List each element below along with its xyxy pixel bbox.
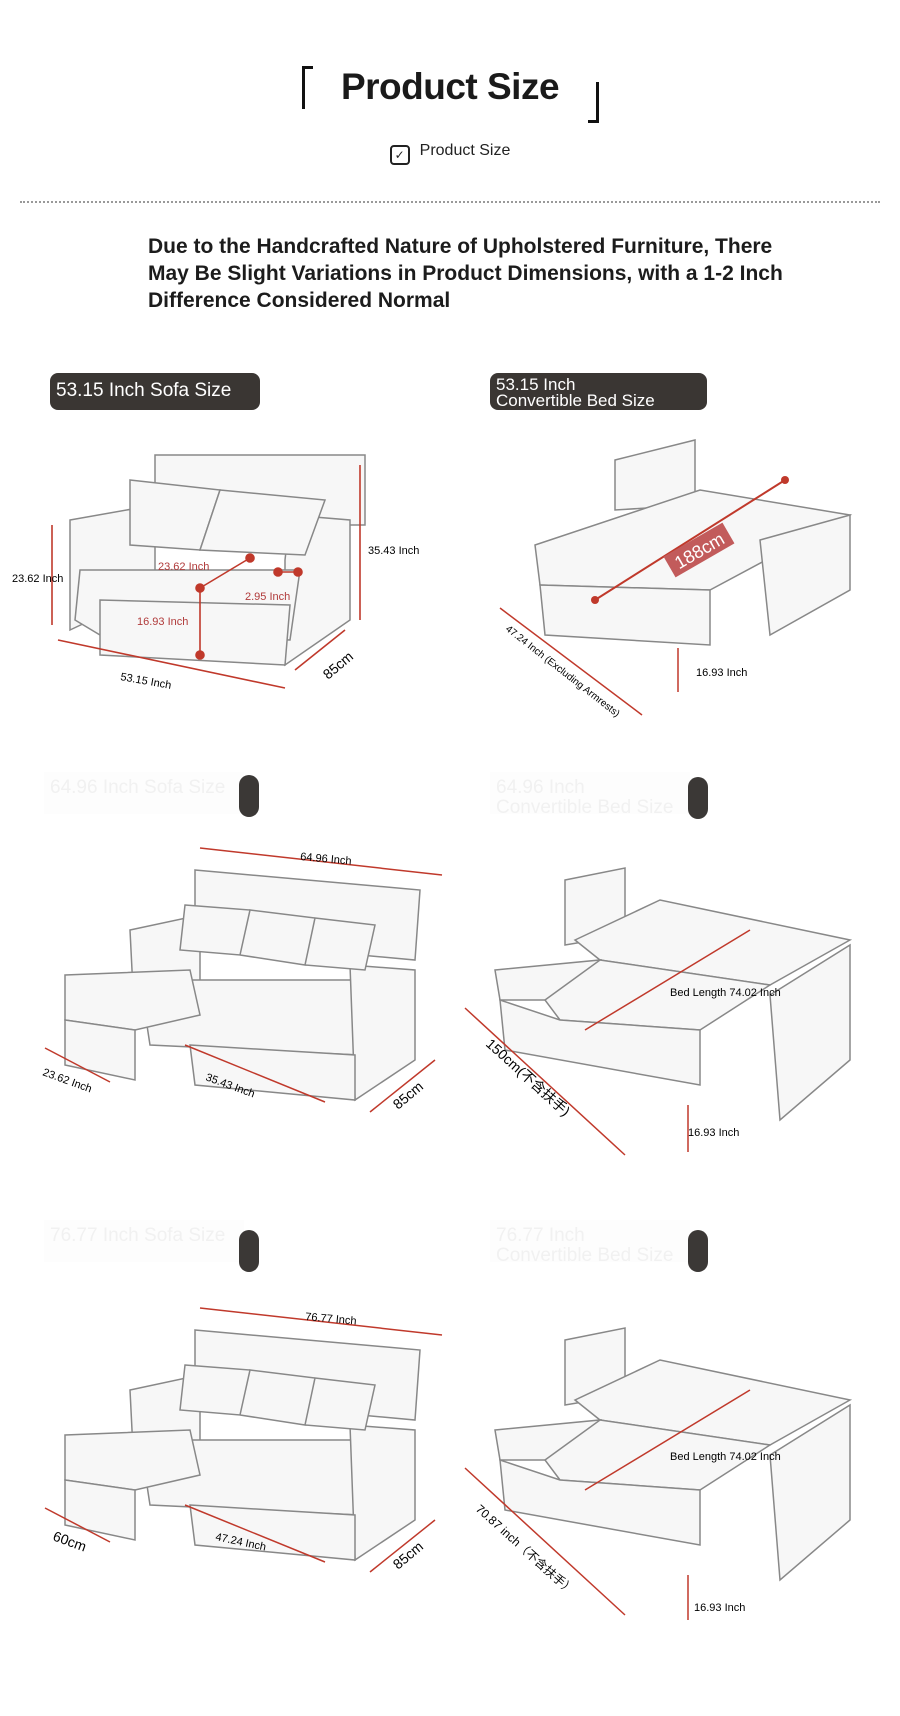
badge-pill (688, 777, 708, 819)
dim-height: 16.93 Inch (696, 667, 747, 679)
dim-length: Bed Length 74.02 Inch (670, 1451, 781, 1463)
bracket-left (302, 66, 313, 109)
dim-width: 76.77 Inch (305, 1311, 357, 1327)
divider (20, 201, 880, 203)
badge-sofa-53: 53.15 Inch Sofa Size (50, 373, 260, 410)
dim-ottoman: 23.62 Inch (41, 1067, 93, 1096)
page-title: Product Size (340, 66, 560, 107)
badge-line1: 53.15 Inch (496, 375, 576, 394)
sofa-64-diagram: 64.96 Inch 35.43 Inch 23.62 Inch 85cm (41, 847, 443, 1113)
bed-76-diagram: Bed Length 74.02 Inch 70.87 inch（不含扶手） 1… (464, 1327, 853, 1620)
subtitle: ✓ Product Size (0, 142, 900, 165)
dim-back-height: 35.43 Inch (368, 545, 419, 557)
checkbox-icon: ✓ (389, 145, 410, 165)
bed-64-diagram: Bed Length 74.02 Inch 150cm(不含扶手) 16.93 … (464, 867, 853, 1156)
size-disclaimer: Due to the Handcrafted Nature of Upholst… (148, 235, 783, 312)
badge-sofa-64: 64.96 Inch Sofa Size (44, 772, 244, 814)
sofa-76-diagram: 76.77 Inch 47.24 Inch 60cm 85cm (44, 1307, 443, 1573)
badge-bed-64: 64.96 Inch Convertible Bed Size (490, 772, 690, 818)
badge-pill (688, 1230, 708, 1272)
dim-arm: 2.95 Inch (245, 591, 290, 603)
badge-pill (239, 775, 259, 817)
badge-line2: Convertible Bed Size (496, 391, 655, 410)
dim-depth: 85cm (390, 1078, 427, 1112)
badge-bed-76: 76.77 Inch Convertible Bed Size (490, 1220, 690, 1266)
badge-sofa-76: 76.77 Inch Sofa Size (44, 1220, 244, 1262)
dim-ottoman: 60cm (51, 1528, 89, 1555)
sofa-53-diagram: 23.62 Inch 23.62 Inch 2.95 Inch 16.93 In… (12, 454, 419, 692)
dim-depth: 85cm (390, 1538, 427, 1572)
subtitle-text: Product Size (419, 142, 511, 159)
dim-height: 23.62 Inch (12, 573, 63, 585)
dim-length: Bed Length 74.02 Inch (670, 987, 781, 999)
badge-pill (239, 1230, 259, 1272)
dim-seat-depth: 23.62 Inch (158, 561, 209, 573)
dim-width: 64.96 Inch (300, 851, 352, 867)
bracket-right (588, 82, 599, 123)
dim-seat-height: 16.93 Inch (137, 616, 188, 628)
dim-height: 16.93 Inch (688, 1127, 739, 1139)
dim-depth: 85cm (320, 648, 357, 682)
dim-height: 16.93 Inch (694, 1602, 745, 1614)
dim-width: 53.15 Inch (119, 671, 172, 692)
bed-53-diagram: 188cm 47.24 Inch (Excluding Armrests) 16… (499, 439, 853, 720)
